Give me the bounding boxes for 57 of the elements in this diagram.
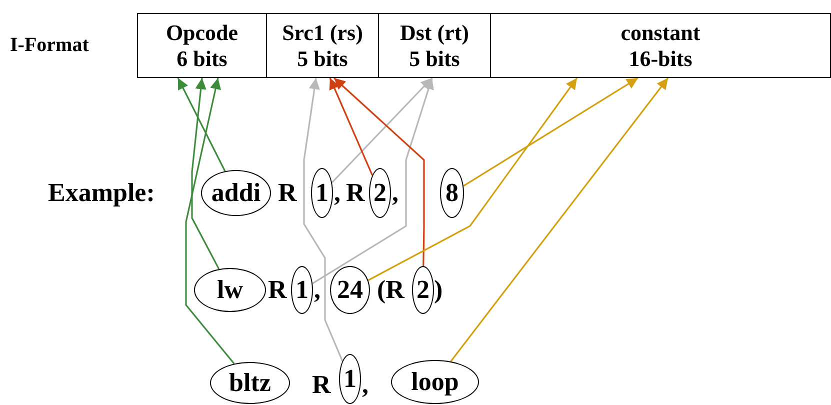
field-name: constant [620, 20, 700, 46]
field-name: Dst (rt) [400, 20, 470, 46]
row-heading: Example: [48, 180, 155, 206]
highlight-ellipse [210, 362, 290, 404]
operand-text: , [392, 180, 398, 206]
arrow [185, 78, 235, 364]
arrow [177, 78, 226, 172]
arrow [368, 78, 578, 281]
operand-text: , [362, 372, 368, 398]
operand-text: R [312, 372, 331, 398]
operand-text: 1 [316, 180, 328, 206]
operand-text: R [268, 277, 287, 303]
instruction-field [137, 13, 267, 78]
arrow [331, 77, 433, 184]
field-name: Opcode [166, 20, 238, 46]
field-width: 5 bits [297, 46, 348, 71]
arrow [312, 78, 434, 284]
operand-text: loop [411, 369, 459, 395]
highlight-ellipse [391, 360, 479, 404]
arrow [329, 78, 373, 176]
highlight-ellipse [330, 266, 370, 314]
operand-text: lw [217, 277, 243, 303]
operand-text: 1 [296, 277, 308, 303]
arrow [191, 78, 220, 270]
highlight-ellipse [339, 354, 361, 404]
row-heading: I-Format [10, 35, 89, 55]
instruction-field [378, 13, 491, 78]
operand-text: , [314, 277, 320, 303]
arrow [303, 78, 344, 362]
operand-text: 8 [446, 180, 458, 206]
operand-text: ) [434, 277, 443, 303]
operand-text: 24 [337, 277, 363, 303]
arrow [333, 77, 425, 266]
operand-text: (R [377, 277, 404, 303]
arrow [450, 78, 669, 362]
highlight-ellipse [440, 168, 464, 218]
operand-text: 2 [416, 277, 430, 303]
field-width: 6 bits [176, 46, 228, 71]
operand-text: R [278, 180, 297, 206]
highlight-ellipse [201, 170, 271, 216]
arrow [463, 77, 638, 187]
operand-text: 1 [344, 366, 356, 392]
highlight-ellipse [369, 168, 391, 218]
highlight-ellipse [311, 168, 333, 218]
highlight-ellipse [291, 266, 313, 314]
highlight-ellipse [194, 268, 266, 312]
field-width: 16-bits [628, 46, 692, 71]
field-name: Src1 (rs) [282, 20, 363, 46]
operand-text: 2 [374, 180, 386, 206]
operand-text: bltz [229, 370, 271, 396]
instruction-field [266, 13, 379, 78]
highlight-ellipse [412, 266, 434, 314]
field-width: 5 bits [409, 46, 460, 71]
operand-text: R [346, 180, 365, 206]
operand-text: addi [211, 180, 261, 206]
operand-text: , [334, 180, 340, 206]
instruction-field [490, 13, 831, 78]
